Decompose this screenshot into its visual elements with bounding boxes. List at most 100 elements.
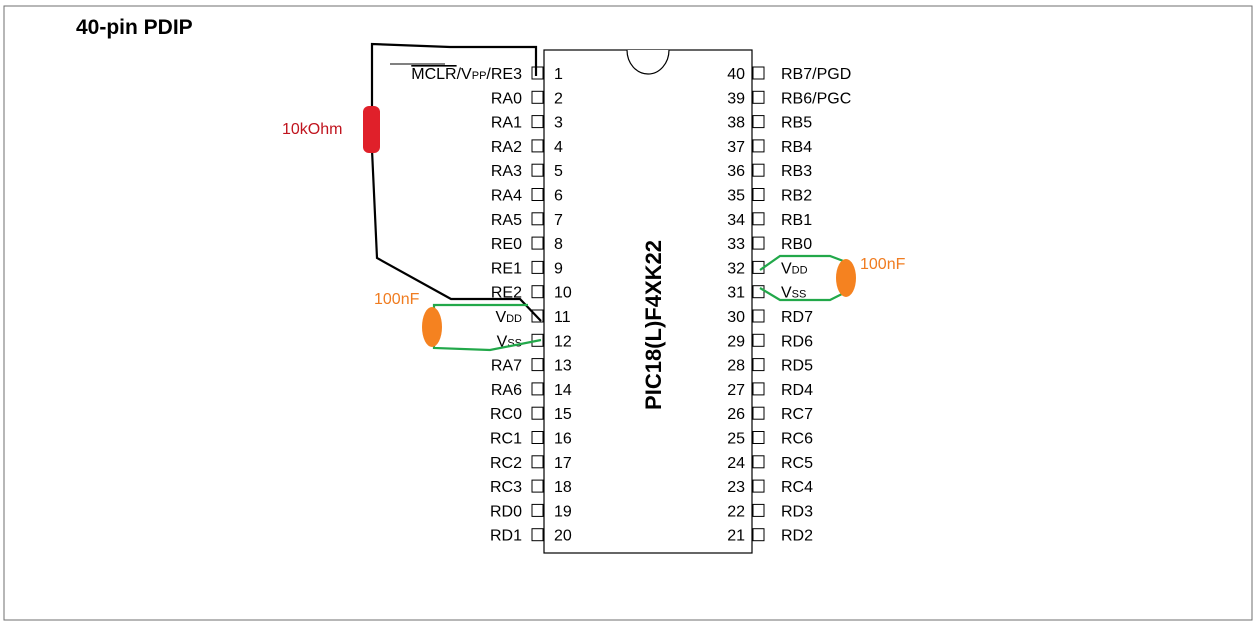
left-pin-label: RE2	[491, 285, 522, 302]
left-pin-label: RE0	[491, 236, 522, 253]
right-pin-number: 27	[727, 382, 745, 399]
left-pin-pad	[531, 431, 544, 444]
left-pin-pad	[531, 66, 544, 80]
left-pin-number: 8	[554, 236, 563, 253]
right-capacitor	[836, 259, 856, 297]
left-pin-label: RD0	[490, 503, 522, 520]
left-pin-pad	[531, 358, 544, 372]
right-pin-label: RB7/PGD	[781, 66, 851, 83]
left-pin-number: 1	[554, 66, 563, 83]
left-pin-label: RA6	[491, 382, 522, 399]
right-pin-label: RC4	[781, 479, 813, 496]
left-pin-pad	[531, 260, 544, 274]
resistor-label: 10kOhm	[282, 121, 342, 138]
right-pin-number: 37	[727, 139, 745, 156]
right-pin-label: RD7	[781, 309, 813, 326]
right-pin-label: RB4	[781, 139, 812, 156]
right-pin-number: 32	[727, 260, 745, 277]
right-pin-label: RD5	[781, 358, 813, 375]
left-pin-label: RA2	[491, 139, 522, 156]
diagram-title: 40-pin PDIP	[76, 16, 193, 39]
left-pin-number: 3	[554, 115, 563, 132]
left-pin-pad	[531, 503, 544, 517]
left-pin-number: 10	[554, 285, 572, 302]
right-pin-number: 23	[727, 479, 745, 496]
right-pin-label: RB6/PGC	[781, 90, 851, 107]
left-pin-number: 4	[554, 139, 563, 156]
left-pin-pad	[531, 139, 544, 153]
left-pin-label: RC0	[490, 406, 522, 423]
right-pin-label: RC5	[781, 455, 813, 472]
left-pin-label: RD1	[490, 528, 522, 545]
left-pin-label: RA1	[491, 115, 522, 132]
left-pin-label: RA4	[491, 188, 522, 205]
left-pin-number: 19	[554, 503, 572, 520]
right-pin-pad	[752, 66, 765, 80]
right-pin-pad	[752, 479, 765, 493]
left-pin-pad	[531, 163, 544, 177]
right-pin-number: 29	[727, 333, 745, 350]
right-pin-pad	[752, 503, 765, 517]
right-pin-label: RB5	[781, 115, 812, 132]
left-pin-label: RA3	[491, 163, 522, 180]
left-pin-number: 6	[554, 188, 563, 205]
left-pin-number: 7	[554, 212, 563, 229]
right-pin-label: RC7	[781, 406, 813, 423]
left-pin-pad	[531, 285, 544, 299]
right-pin-pad	[752, 139, 765, 153]
chip-body	[543, 49, 753, 554]
right-pin-label: RB0	[781, 236, 812, 253]
right-pin-pad	[752, 431, 765, 444]
right-pin-pad	[752, 188, 765, 201]
left-pin-pad	[531, 406, 544, 420]
right-capacitor-label: 100nF	[860, 256, 906, 273]
right-pin-number: 25	[727, 431, 745, 448]
left-pin-number: 20	[554, 528, 572, 545]
mclr-wire-bottom	[370, 149, 542, 322]
right-pin-pad	[752, 406, 765, 420]
right-pin-pad	[752, 212, 765, 226]
chip-notch	[626, 49, 670, 75]
right-pin-pad	[752, 382, 765, 396]
left-pin-number: 14	[554, 382, 572, 399]
right-pin-number: 35	[727, 188, 745, 205]
left-pin-label: RA0	[491, 90, 522, 107]
left-pin-number: 13	[554, 358, 572, 375]
right-pin-number: 31	[727, 285, 745, 302]
left-pin-label: RC2	[490, 455, 522, 472]
left-pin-pad	[531, 115, 544, 129]
left-pin-pad	[531, 236, 544, 250]
left-pin-number: 5	[554, 163, 563, 180]
right-pin-number: 39	[727, 90, 745, 107]
right-pin-label: RD4	[781, 382, 813, 399]
left-capacitor-label: 100nF	[374, 291, 420, 308]
mclr-label: MCLR	[411, 66, 456, 83]
right-pin-pad	[752, 115, 765, 129]
right-pin-label: RC6	[781, 431, 813, 448]
resistor-body	[363, 106, 380, 153]
right-pin-label: RB3	[781, 163, 812, 180]
left-pin-label: RC1	[490, 431, 522, 448]
left-pin-label: MCLR/VPP/RE3	[411, 66, 522, 83]
left-pin-label: RA5	[491, 212, 522, 229]
right-pin-label: RB1	[781, 212, 812, 229]
left-pin-label: RC3	[490, 479, 522, 496]
right-pin-pad	[752, 358, 765, 372]
right-pin-label: RB2	[781, 188, 812, 205]
right-pin-pad	[752, 90, 765, 104]
left-pin-number: 16	[554, 431, 572, 448]
right-pin-number: 34	[727, 212, 745, 229]
left-pin-pad	[531, 479, 544, 493]
right-pin-number: 26	[727, 406, 745, 423]
right-pin-number: 40	[727, 66, 745, 83]
left-cap-wire	[432, 303, 542, 352]
right-pin-pad	[752, 528, 765, 542]
right-pin-number: 38	[727, 115, 745, 132]
left-pin-label: RA7	[491, 358, 522, 375]
right-pin-pad	[752, 236, 765, 250]
right-pin-number: 22	[727, 503, 745, 520]
left-pin-column: 1MCLR/VPP/RE32RA03RA14RA25RA36RA47RA58RE…	[390, 63, 572, 545]
left-pin-number: 12	[554, 333, 572, 350]
